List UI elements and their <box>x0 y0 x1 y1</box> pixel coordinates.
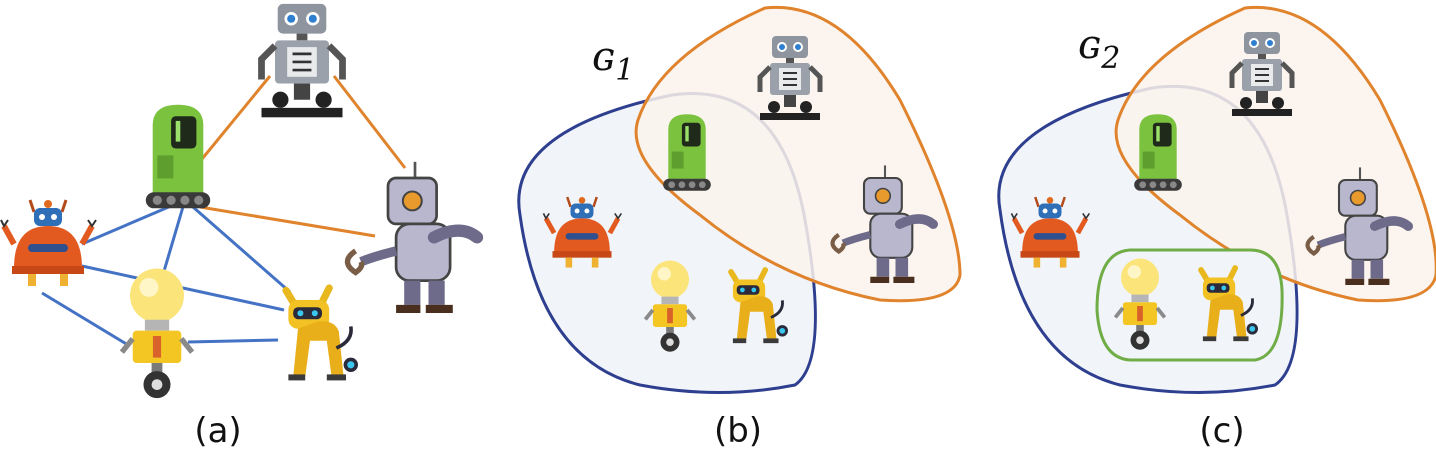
green-tank-robot <box>663 114 711 191</box>
yellow-dog-robot <box>286 288 358 380</box>
edge-green-box <box>199 205 376 238</box>
green-tank-robot <box>145 104 211 209</box>
caption-c: (c) <box>1199 411 1244 451</box>
set-label-g2: ɢ2 <box>1078 22 1120 76</box>
edge-green-grey <box>191 75 272 171</box>
lightbulb-robot <box>122 269 192 399</box>
edge-bulb-dog <box>187 338 279 344</box>
panel-a: (a) <box>1 4 477 451</box>
green-tank-robot <box>1134 114 1182 191</box>
edge-grey-box <box>332 75 407 169</box>
caption-a: (a) <box>194 411 241 451</box>
set-label-g1: ɢ1 <box>592 34 634 88</box>
edge-orange-dog <box>81 264 285 312</box>
boxy-grey-robot <box>348 162 478 313</box>
panel-c: ɢ2 (c) <box>997 5 1436 451</box>
edge-orange-bulb <box>41 291 129 347</box>
caption-b: (b) <box>714 411 762 451</box>
orange-dome-robot <box>1 200 96 286</box>
panel-b: ɢ1 (b) <box>517 5 962 451</box>
edge-green-dog <box>184 198 291 294</box>
grey-humanoid-robot <box>262 4 343 117</box>
